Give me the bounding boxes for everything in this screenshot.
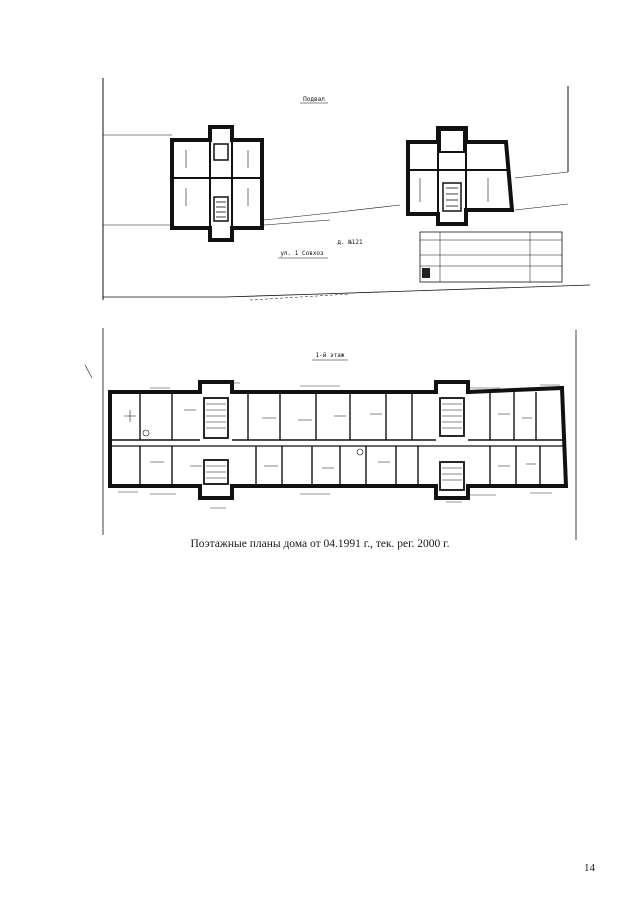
basement-plan	[102, 78, 591, 301]
street-label: ул. 1 Совхоз	[280, 250, 324, 257]
figure-caption: Поэтажные планы дома от 04.1991 г., тек.…	[190, 538, 450, 550]
floor-plans-drawing: Подвал ул. 1 Совхоз д. №121 1-й этаж	[84, 78, 591, 540]
first-floor-title: 1-й этаж	[316, 352, 345, 359]
basement-title: Подвал	[303, 96, 325, 103]
dimension-marks	[118, 382, 560, 509]
first-floor-plan	[84, 328, 577, 540]
house-label: д. №121	[337, 239, 363, 246]
page-number: 14	[584, 862, 595, 874]
